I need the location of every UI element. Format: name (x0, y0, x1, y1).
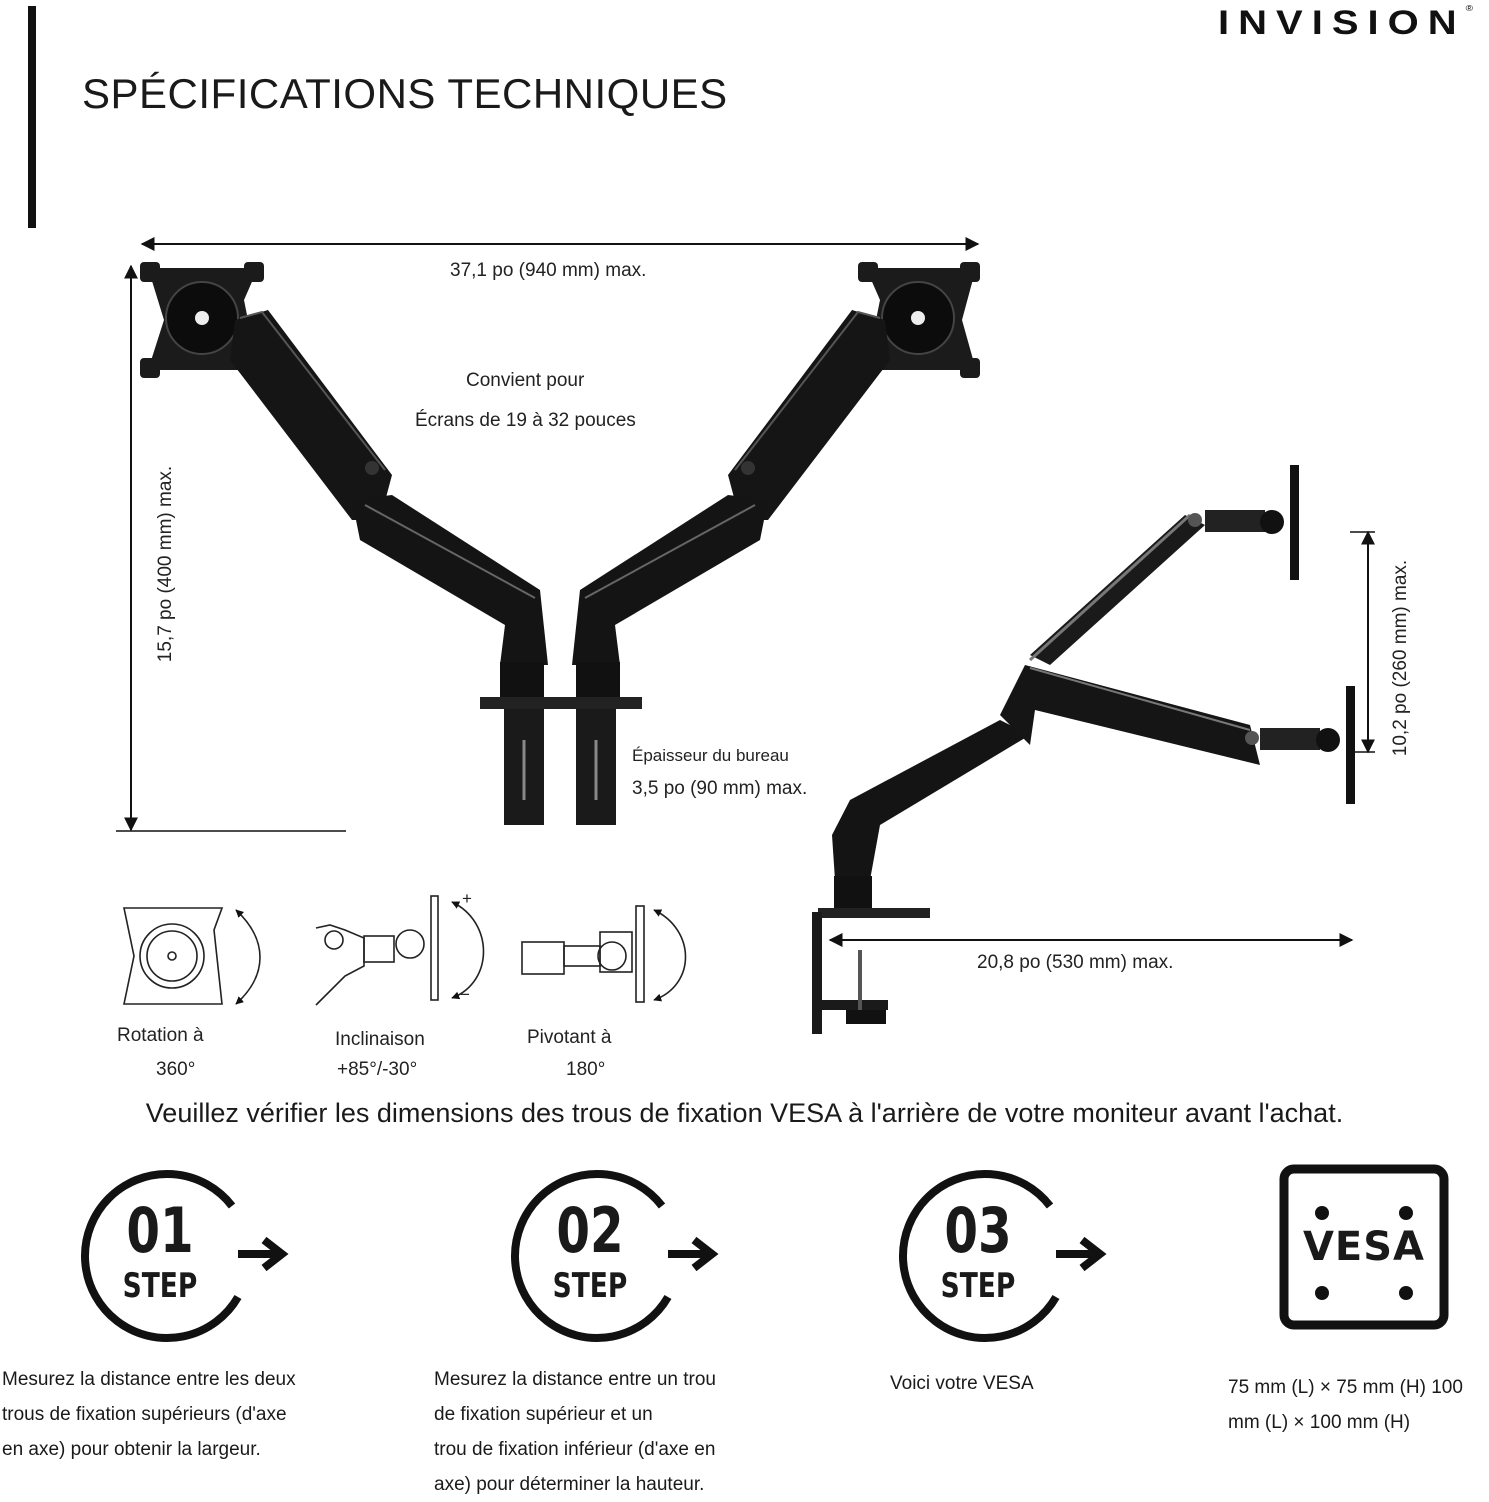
fits-label-line2: Écrans de 19 à 32 pouces (415, 410, 636, 431)
vertical-range-label: 10,2 po (260 mm) max. (1390, 559, 1411, 757)
pivot-caption-line1: Pivotant à (527, 1027, 612, 1048)
dual-arm-image (140, 262, 980, 825)
vesa-icon (1279, 1164, 1449, 1330)
rotation-caption-line1: Rotation à (117, 1025, 204, 1046)
step-03-description: Voici votre VESA (890, 1366, 1190, 1401)
step-02-line: trou de fixation inférieur (d'axe en (434, 1439, 716, 1460)
extension-label: 20,8 po (530 mm) max. (977, 952, 1174, 973)
step-03-line: Voici votre VESA (890, 1373, 1034, 1394)
tilt-minus-mark: − (460, 985, 470, 1004)
step-02-description: Mesurez la distance entre un trou de fix… (434, 1362, 794, 1502)
step-03-number: 03 (944, 1194, 1012, 1267)
vesa-line: 75 mm (L) × 75 mm (H) 100 (1228, 1377, 1463, 1398)
step-02-line: de fixation supérieur et un (434, 1404, 653, 1425)
step-01-word: STEP (122, 1266, 198, 1306)
page-title: SPÉCIFICATIONS TECHNIQUES (82, 70, 728, 117)
step-02-word: STEP (552, 1266, 628, 1306)
step-01-line: Mesurez la distance entre les deux (2, 1369, 296, 1390)
step-02-number: 02 (556, 1194, 624, 1267)
step-02-icon (511, 1169, 719, 1342)
registered-mark: ® (1465, 4, 1473, 14)
rotation-caption-line2: 360° (156, 1059, 196, 1080)
pivot-icon (521, 905, 687, 1003)
height-label: 15,7 po (400 mm) max. (155, 465, 176, 663)
tilt-plus-mark: + (462, 889, 472, 908)
right-vesa-plate (858, 262, 980, 378)
step-03-icon (899, 1169, 1107, 1342)
vesa-logo-text: VESA (1302, 1224, 1426, 1270)
tilt-caption-line1: Inclinaison (335, 1029, 425, 1050)
rotation-icon (123, 907, 261, 1005)
accent-bar (28, 6, 36, 228)
step-01-line: en axe) pour obtenir la largeur. (2, 1439, 261, 1460)
step-01-line: trous de fixation supérieurs (d'axe (2, 1404, 287, 1425)
brand-logo: INVISION® (1218, 4, 1473, 42)
pivot-caption-line2: 180° (566, 1059, 606, 1080)
vesa-notice: Veuillez vérifier les dimensions des tro… (145, 1098, 1344, 1128)
step-01-number: 01 (126, 1194, 194, 1267)
fits-label-line1: Convient pour (466, 370, 585, 391)
side-arm-image (812, 465, 1355, 1034)
step-02-line: Mesurez la distance entre un trou (434, 1369, 716, 1390)
step-01-icon (81, 1169, 289, 1342)
width-label: 37,1 po (940 mm) max. (450, 260, 647, 281)
desk-thickness-label: Épaisseur du bureau (632, 746, 789, 765)
brand-name: INVISION (1218, 4, 1466, 42)
step-01-description: Mesurez la distance entre les deux trous… (2, 1362, 362, 1467)
vesa-line: mm (L) × 100 mm (H) (1228, 1412, 1411, 1433)
step-02-line: axe) pour déterminer la hauteur. (434, 1474, 705, 1495)
tilt-caption-line2: +85°/-30° (337, 1059, 418, 1080)
vesa-description: 75 mm (L) × 75 mm (H) 100 mm (L) × 100 m… (1228, 1370, 1488, 1440)
step-03-word: STEP (940, 1266, 1016, 1306)
tilt-icon (315, 895, 485, 1006)
desk-thickness-value: 3,5 po (90 mm) max. (632, 778, 808, 799)
